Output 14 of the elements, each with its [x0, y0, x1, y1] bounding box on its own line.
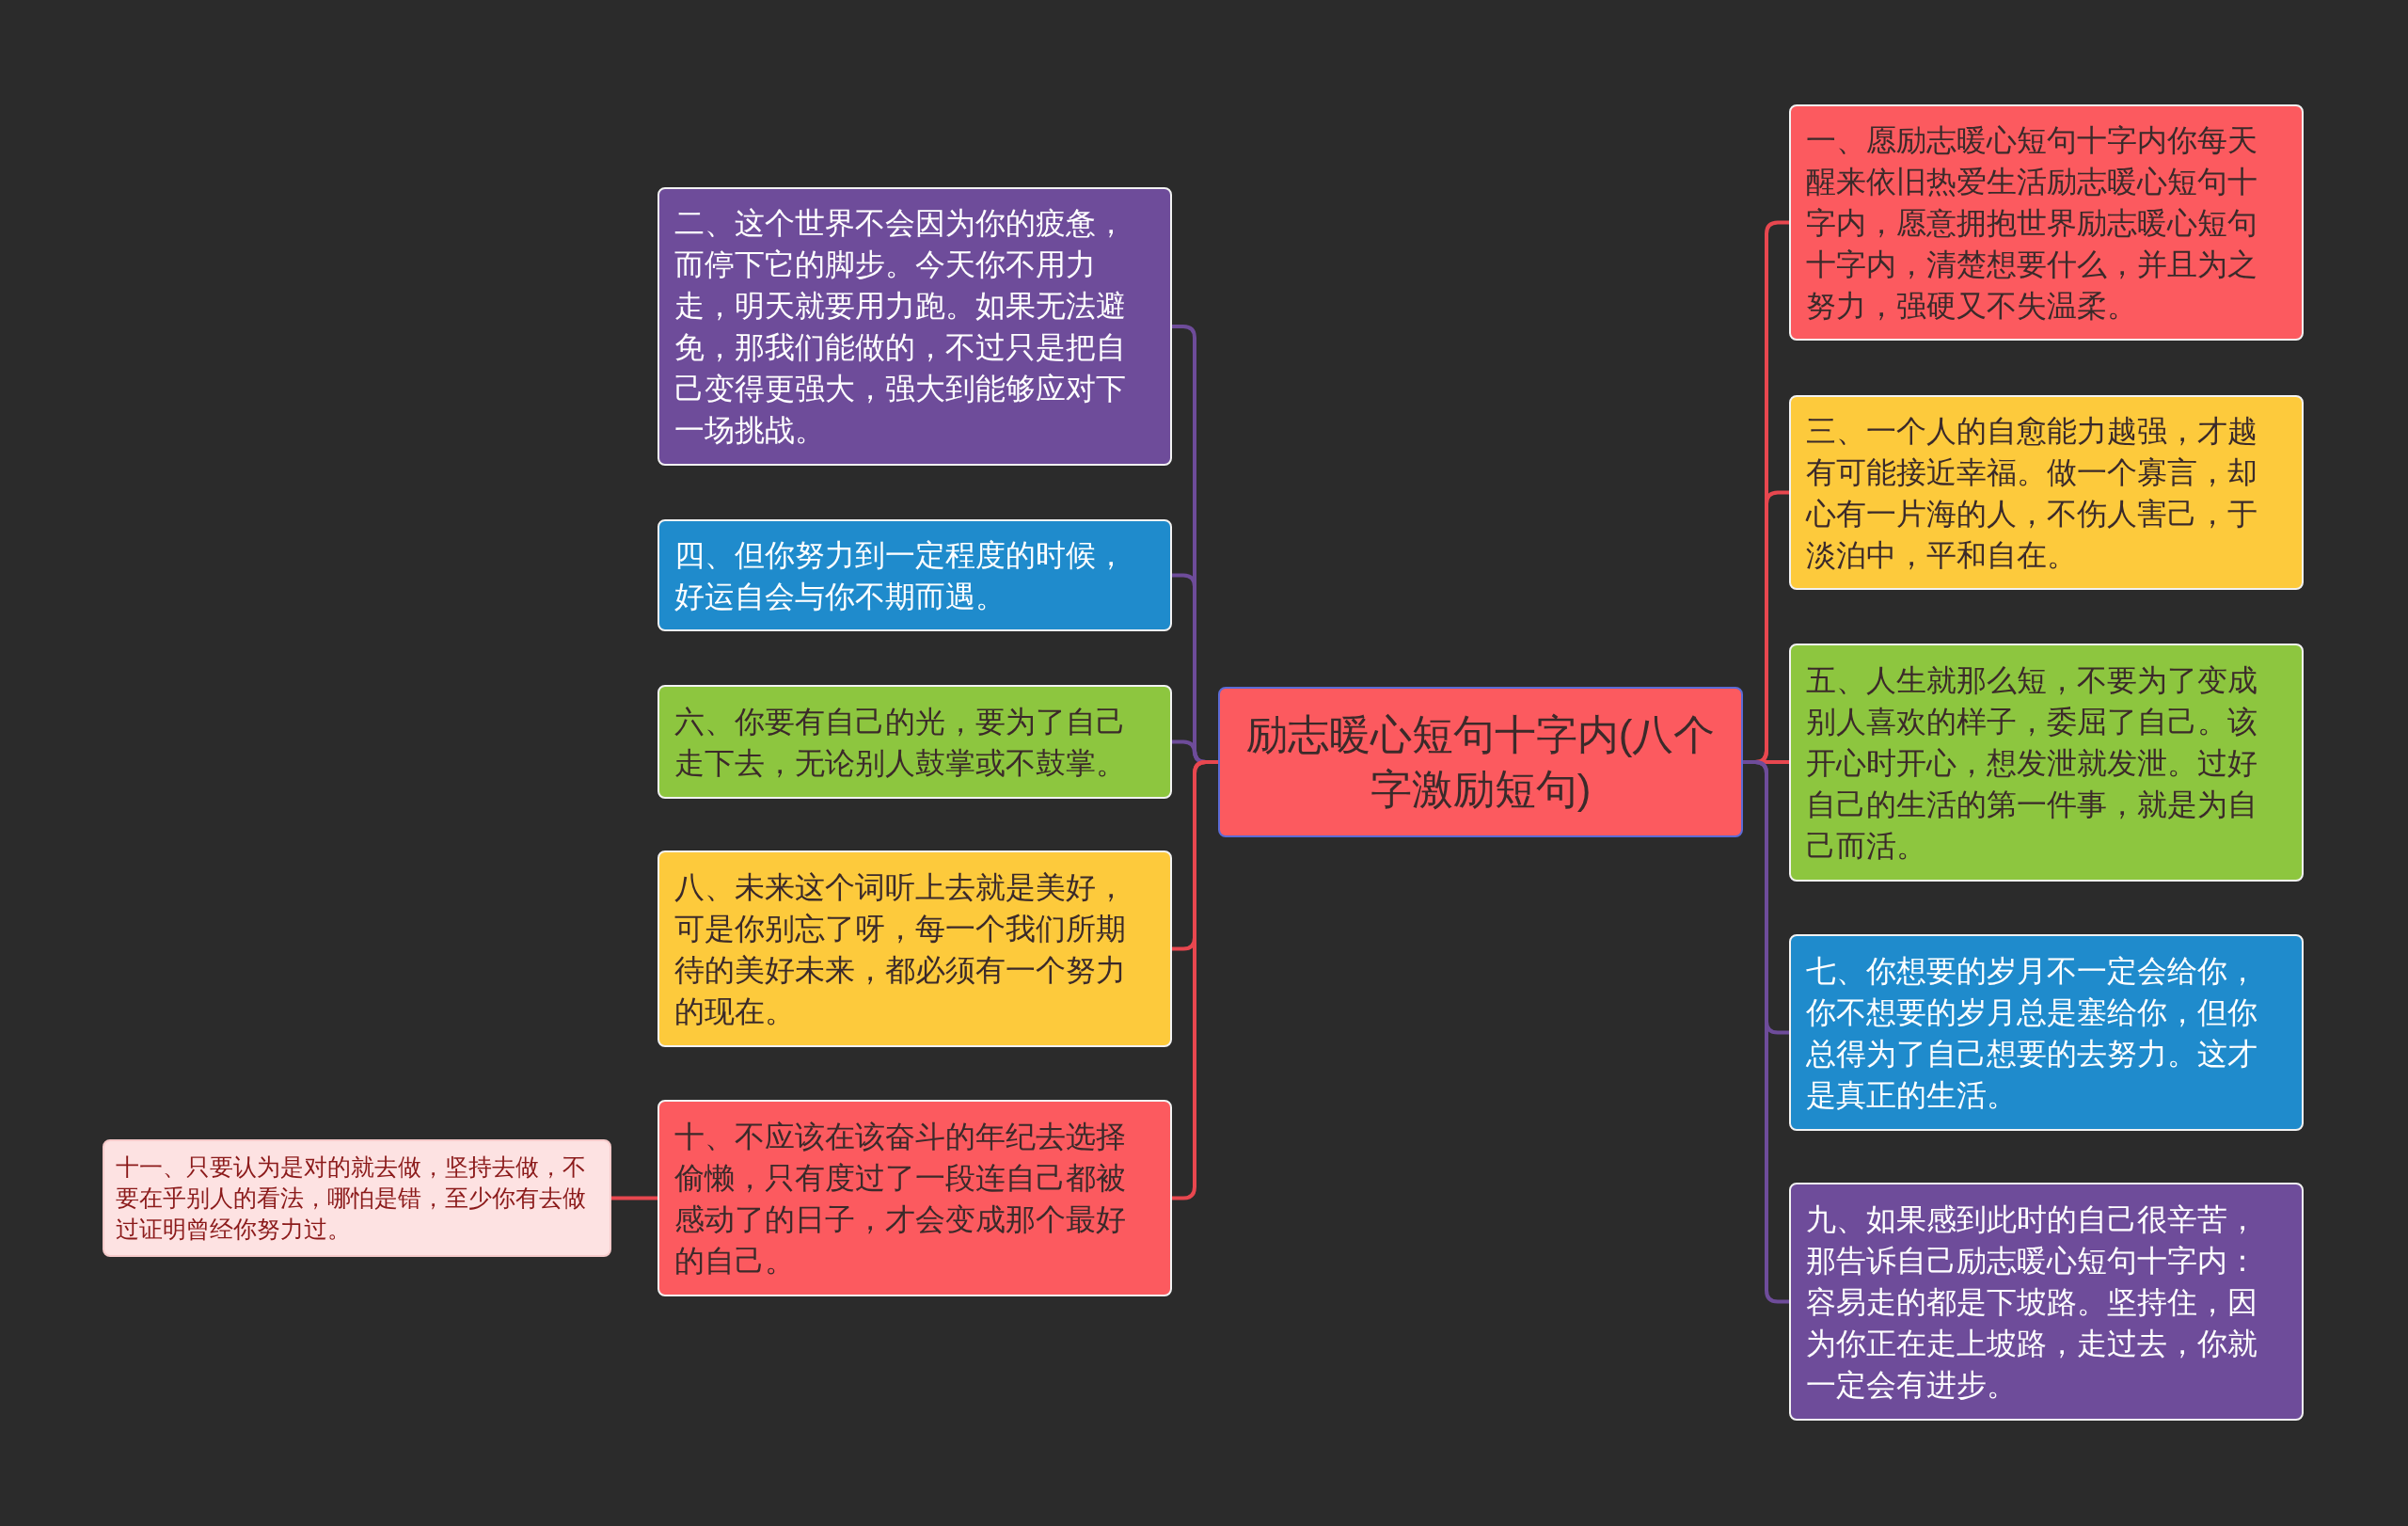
text-box: 四、但你努力到一定程度的时候，好运自会与你不期而遇。: [657, 519, 1172, 631]
connector: [611, 1196, 657, 1200]
text-box: 十一、只要认为是对的就去做，坚持去做，不要在乎别人的看法，哪怕是错，至少你有去做过证明曾经你努力过。: [103, 1139, 611, 1257]
text-box: 三、一个人的自愈能力越强，才越有可能接近幸福。做一个寡言，却心有一片海的人，不伤人害己，于淡泊中，平和自在。: [1789, 395, 2304, 590]
text-box: 六、你要有自己的光，要为了自己走下去，无论别人鼓掌或不鼓掌。: [657, 685, 1172, 799]
topic-box: 励志暖心短句十字内(八个字激励短句): [1218, 687, 1743, 837]
text-box: 一、愿励志暖心短句十字内你每天醒来依旧热爱生活励志暖心短句十字内，愿意拥抱世界励志暖心短句十字内，清楚想要什么，并且为之努力，强硬又不失温柔。: [1789, 104, 2304, 341]
text-box: 二、这个世界不会因为你的疲惫，而停下它的脚步。今天你不用力走，明天就要用力跑。如果无法避免，那我们能做的，不过只是把自己变得更强大，强大到能够应对下一场挑战。: [657, 187, 1172, 466]
text-box: 五、人生就那么短，不要为了变成别人喜欢的样子，委屈了自己。该开心时开心，想发泄就发泄。过好自己的生活的第一件事，就是为自己而活。: [1789, 644, 2304, 882]
connector: [1172, 760, 1218, 1200]
text-box: 十、不应该在该奋斗的年纪去选择偷懒，只有度过了一段连自己都被感动了的日子，才会变成那个最好的自己。: [657, 1100, 1172, 1296]
text-box: 九、如果感到此时的自己很辛苦，那告诉自己励志暖心短句十字内：容易走的都是下坡路。坚持住，因为你正在走上坡路，走过去，你就一定会有进步。: [1789, 1183, 2304, 1421]
text-box: 七、你想要的岁月不一定会给你，你不想要的岁月总是塞给你，但你总得为了自己想要的去努力。这才是真正的生活。: [1789, 934, 2304, 1131]
text-box: 八、未来这个词听上去就是美好，可是你别忘了呀，每一个我们所期待的美好未来，都必须有一个努力的现在。: [657, 850, 1172, 1047]
